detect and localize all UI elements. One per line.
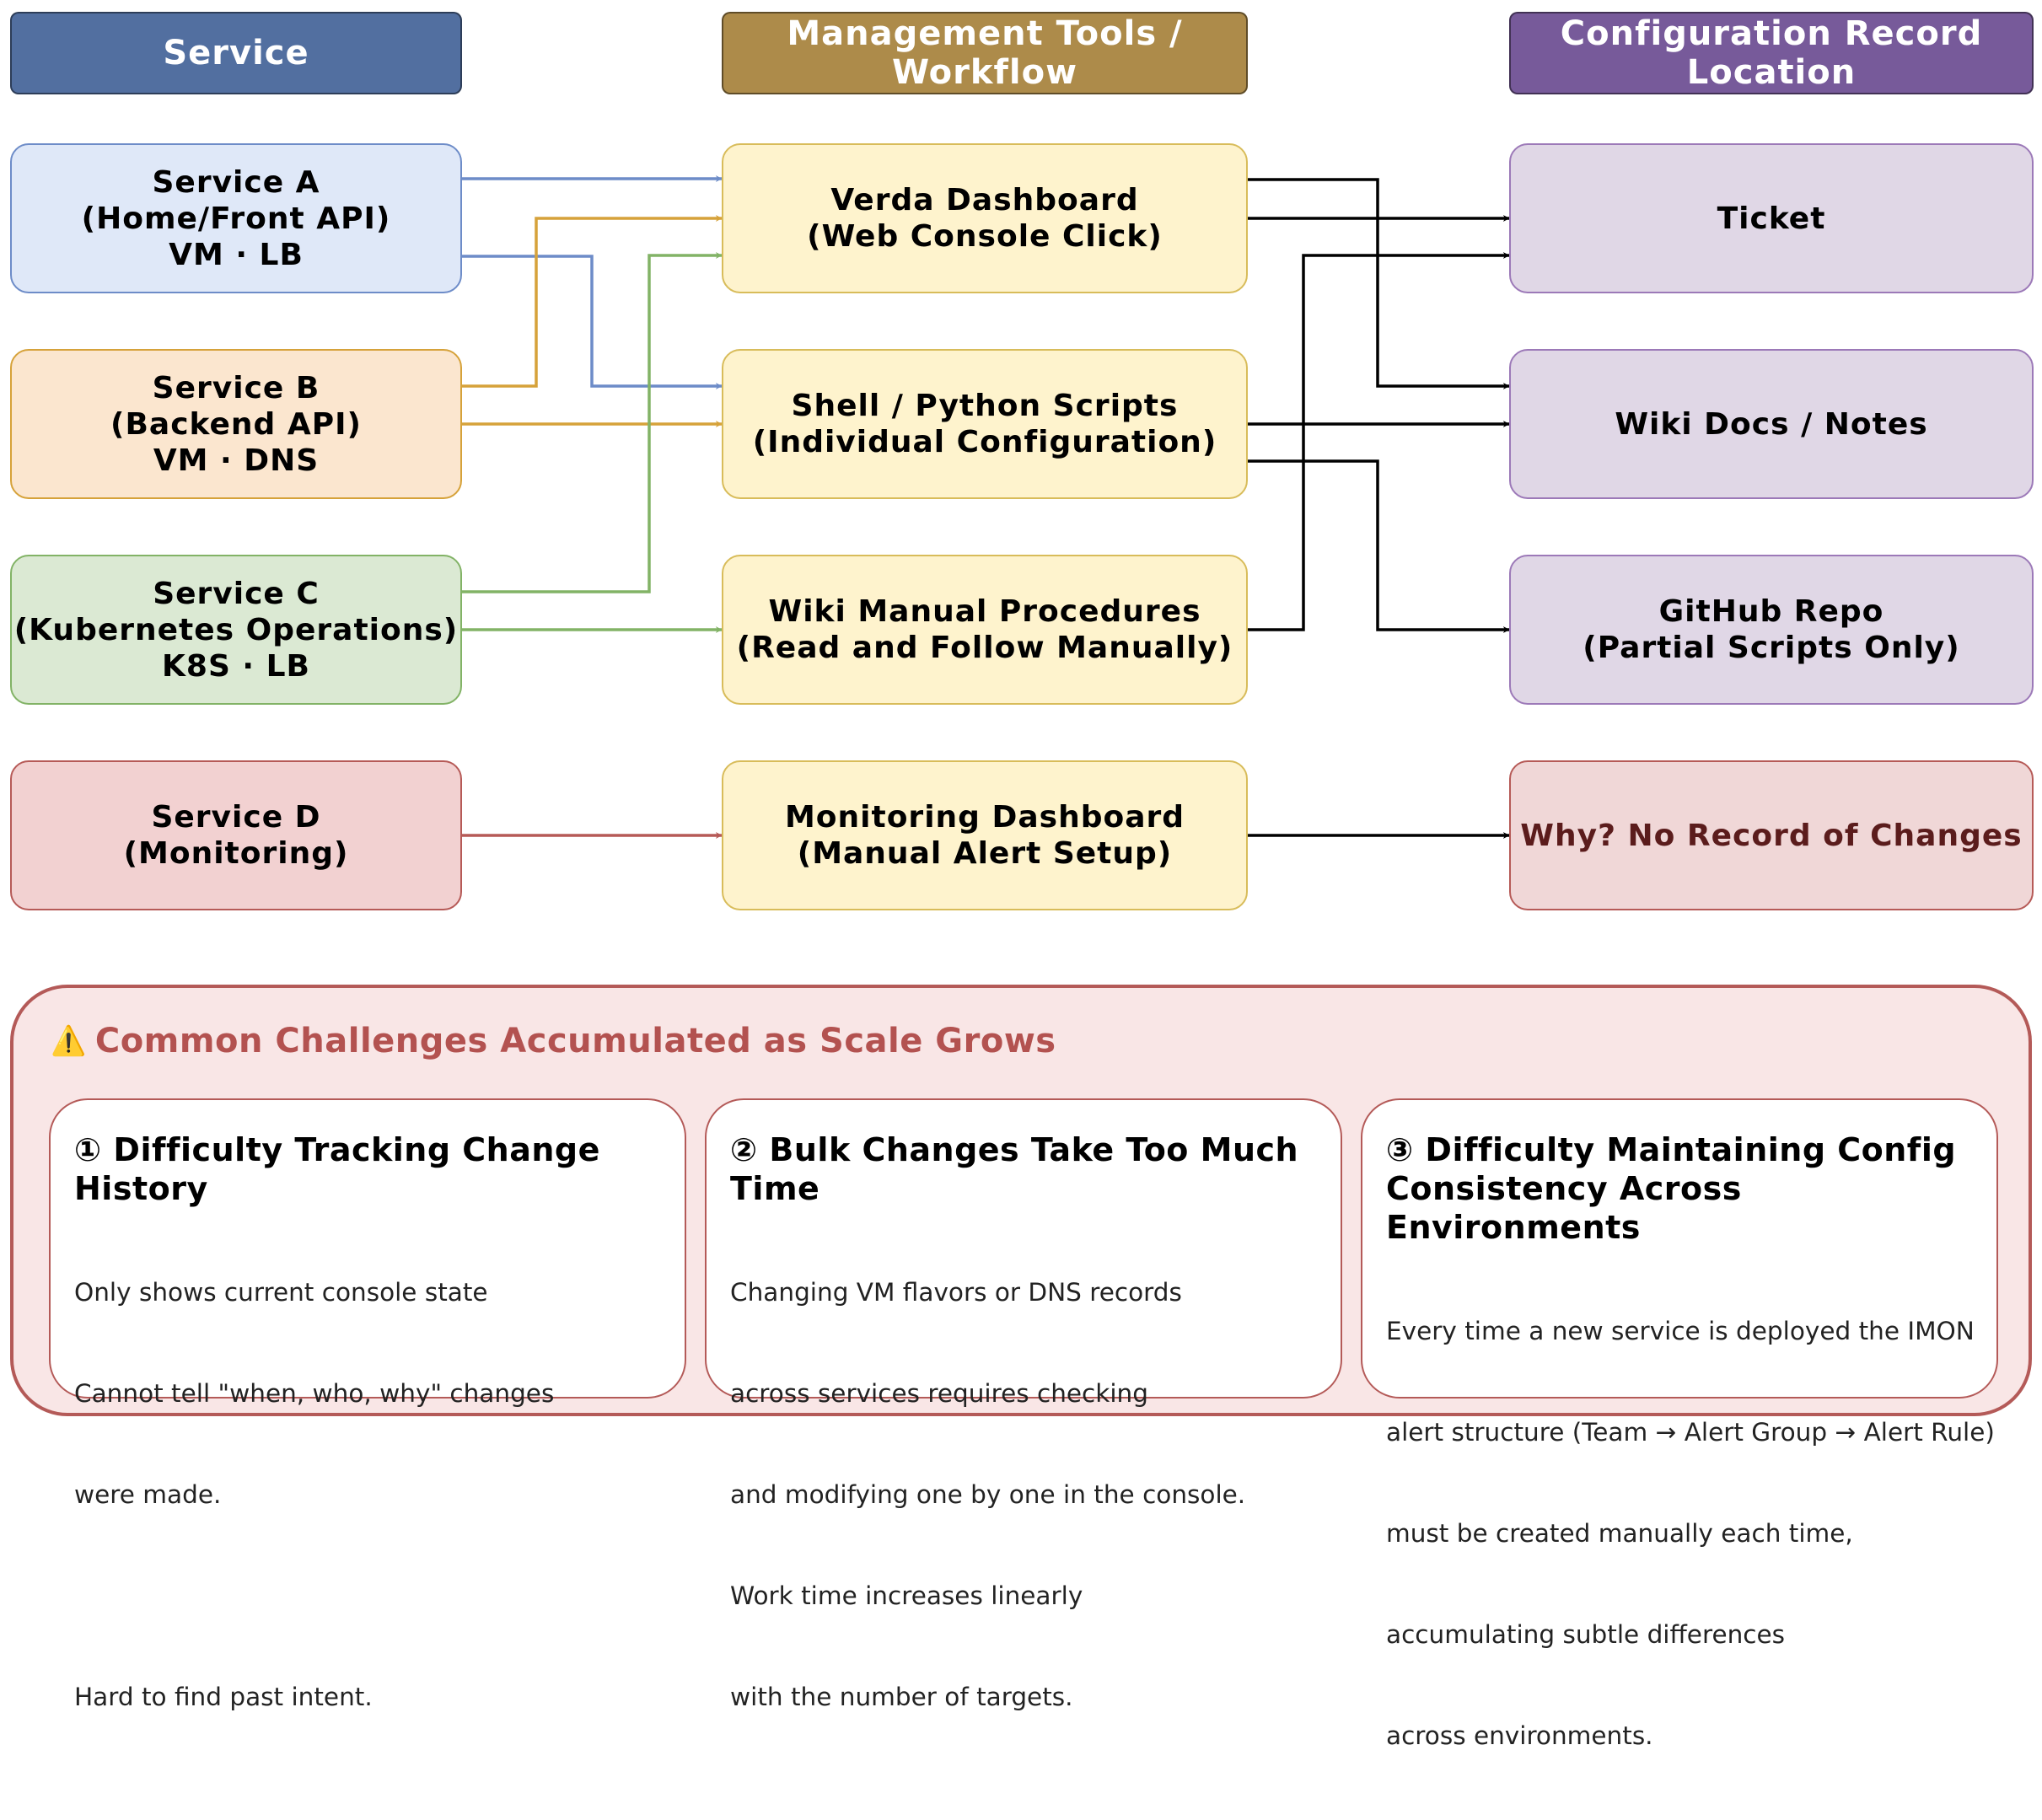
connector-wiki-manual-to-ticket	[1248, 252, 1510, 631]
monitoring-dashboard-node: Monitoring Dashboard (Manual Alert Setup…	[722, 760, 1248, 910]
node-label: Service D	[151, 800, 321, 835]
column-header-label: Service	[163, 34, 309, 72]
node-label: GitHub Repo	[1658, 594, 1884, 629]
node-label: Shell / Python Scripts	[791, 389, 1179, 423]
node-label: (Monitoring)	[123, 836, 349, 871]
node-label: (Individual Configuration)	[752, 425, 1217, 459]
node-label: (Backend API)	[110, 406, 362, 442]
github-repo-node: GitHub Repo (Partial Scripts Only)	[1509, 555, 2034, 705]
challenge-card-line: across environments.	[1386, 1721, 1653, 1750]
node-label: Ticket	[1717, 201, 1826, 236]
connector-svc-c-to-verda	[462, 252, 723, 593]
column-header-management-tools: Management Tools / Workflow	[722, 12, 1248, 94]
node-label: Service C	[153, 576, 320, 611]
node-label: (Partial Scripts Only)	[1583, 631, 1960, 665]
challenge-card-line: and modifying one by one in the console.	[730, 1480, 1246, 1509]
node-label: K8S · LB	[162, 648, 310, 684]
no-record-node: Why? No Record of Changes	[1509, 760, 2034, 910]
connector-scripts-to-github	[1248, 459, 1510, 633]
challenge-card-body: Every time a new service is deployed the…	[1386, 1247, 1995, 1820]
challenge-card-line: with the number of targets.	[730, 1683, 1073, 1711]
node-label: Monitoring Dashboard	[784, 800, 1185, 835]
node-label: Why? No Record of Changes	[1520, 818, 2023, 853]
column-header-label: Location	[1686, 53, 1857, 92]
challenge-card-line: across services requires checking	[730, 1379, 1148, 1408]
verda-dashboard-node: Verda Dashboard (Web Console Click)	[722, 143, 1248, 293]
challenge-card-line: Cannot tell "when, who, why" changes	[74, 1379, 555, 1408]
ticket-node: Ticket	[1509, 143, 2034, 293]
node-label: (Home/Front API)	[81, 201, 391, 236]
challenge-card-line: Work time increases linearly	[730, 1581, 1083, 1610]
service-b-node: Service B (Backend API) VM · DNS	[10, 349, 462, 499]
node-label: Wiki Manual Procedures	[768, 594, 1201, 629]
challenge-card-2: ② Bulk Changes Take Too Much Time Changi…	[705, 1098, 1342, 1711]
challenges-title: ⚠️ Common Challenges Accumulated as Scal…	[51, 1020, 1056, 1062]
connector-verda-to-wiki-docs	[1248, 178, 1510, 389]
node-label: (Web Console Click)	[807, 219, 1163, 254]
challenges-title-text: Common Challenges Accumulated as Scale G…	[94, 1022, 1056, 1060]
challenge-card-line: Every time a new service is deployed the…	[1386, 1317, 1975, 1345]
wiki-manual-procedures-node: Wiki Manual Procedures (Read and Follow …	[722, 555, 1248, 705]
column-header-configuration-record: Configuration Record Location	[1509, 12, 2034, 94]
challenge-card-title: ③ Difficulty Maintaining Config Consiste…	[1386, 1131, 1957, 1246]
challenge-card-3: ③ Difficulty Maintaining Config Consiste…	[1361, 1098, 1998, 1750]
challenge-card-1: ① Difficulty Tracking Change History Onl…	[49, 1098, 686, 1711]
connector-svc-b-to-verda	[462, 215, 723, 388]
node-label: (Read and Follow Manually)	[736, 631, 1233, 665]
challenge-card-line	[74, 1579, 668, 1613]
challenge-card-line: were made.	[74, 1480, 222, 1509]
challenge-card-line: Changing VM flavors or DNS records	[730, 1278, 1182, 1307]
connector-layer	[462, 175, 1510, 839]
challenge-card-line: accumulating subtle differences	[1386, 1620, 1786, 1649]
column-header-service: Service	[10, 12, 462, 94]
node-label: VM · LB	[169, 237, 304, 272]
challenge-card-title: ① Difficulty Tracking Change History	[74, 1131, 600, 1207]
challenge-card-body: Only shows current console state Cannot …	[74, 1208, 668, 1781]
warning-icon: ⚠️	[51, 1024, 87, 1058]
service-c-node: Service C (Kubernetes Operations) K8S · …	[10, 555, 462, 705]
service-a-node: Service A (Home/Front API) VM · LB	[10, 143, 462, 293]
challenge-card-line: Hard to find past intent.	[74, 1683, 373, 1711]
wiki-docs-node: Wiki Docs / Notes	[1509, 349, 2034, 499]
shell-python-scripts-node: Shell / Python Scripts (Individual Confi…	[722, 349, 1248, 499]
challenge-card-line: must be created manually each time,	[1386, 1519, 1853, 1548]
node-label: Service B	[152, 370, 320, 405]
challenge-card-title: ② Bulk Changes Take Too Much Time	[730, 1131, 1299, 1207]
column-header-label: Configuration Record	[1560, 14, 1983, 53]
node-label: Service A	[152, 164, 320, 200]
column-header-label: Workflow	[891, 53, 1078, 92]
node-label: Verda Dashboard	[830, 183, 1139, 217]
challenge-card-line: Only shows current console state	[74, 1278, 488, 1307]
connector-svc-a-to-scripts	[462, 255, 723, 389]
challenge-card-body: Changing VM flavors or DNS records acros…	[730, 1208, 1324, 1781]
node-label: Wiki Docs / Notes	[1615, 406, 1928, 442]
challenge-card-line: alert structure (Team → Alert Group → Al…	[1386, 1418, 1995, 1447]
column-header-label: Management Tools /	[787, 14, 1183, 53]
node-label: VM · DNS	[153, 443, 320, 478]
service-d-node: Service D (Monitoring)	[10, 760, 462, 910]
node-label: (Kubernetes Operations)	[13, 612, 459, 647]
node-label: (Manual Alert Setup)	[797, 836, 1173, 871]
